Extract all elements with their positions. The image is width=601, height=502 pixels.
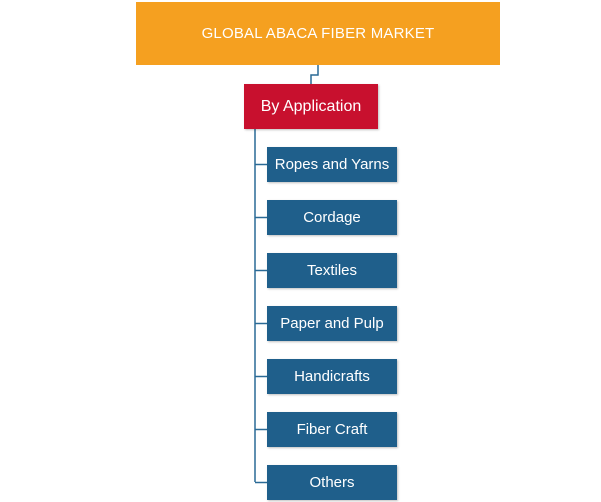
child-label: Others [309,474,355,491]
root-node: GLOBAL ABACA FIBER MARKET [136,2,500,65]
child-node-fiber-craft: Fiber Craft [267,412,397,447]
category-node-by-application: By Application [244,84,378,129]
child-node-ropes-and-yarns: Ropes and Yarns [267,147,397,182]
child-node-textiles: Textiles [267,253,397,288]
category-label: By Application [260,97,362,115]
child-label: Cordage [303,209,361,226]
child-node-cordage: Cordage [267,200,397,235]
root-label: GLOBAL ABACA FIBER MARKET [201,25,435,42]
child-label: Paper and Pulp [280,315,384,332]
child-label: Handicrafts [294,368,370,385]
child-label: Ropes and Yarns [274,156,390,173]
branch-lines [255,163,267,484]
child-node-paper-and-pulp: Paper and Pulp [267,306,397,341]
child-node-others: Others [267,465,397,500]
child-label: Fiber Craft [296,421,368,438]
child-label: Textiles [306,262,358,279]
child-node-handicrafts: Handicrafts [267,359,397,394]
root-category-connector [310,65,319,84]
